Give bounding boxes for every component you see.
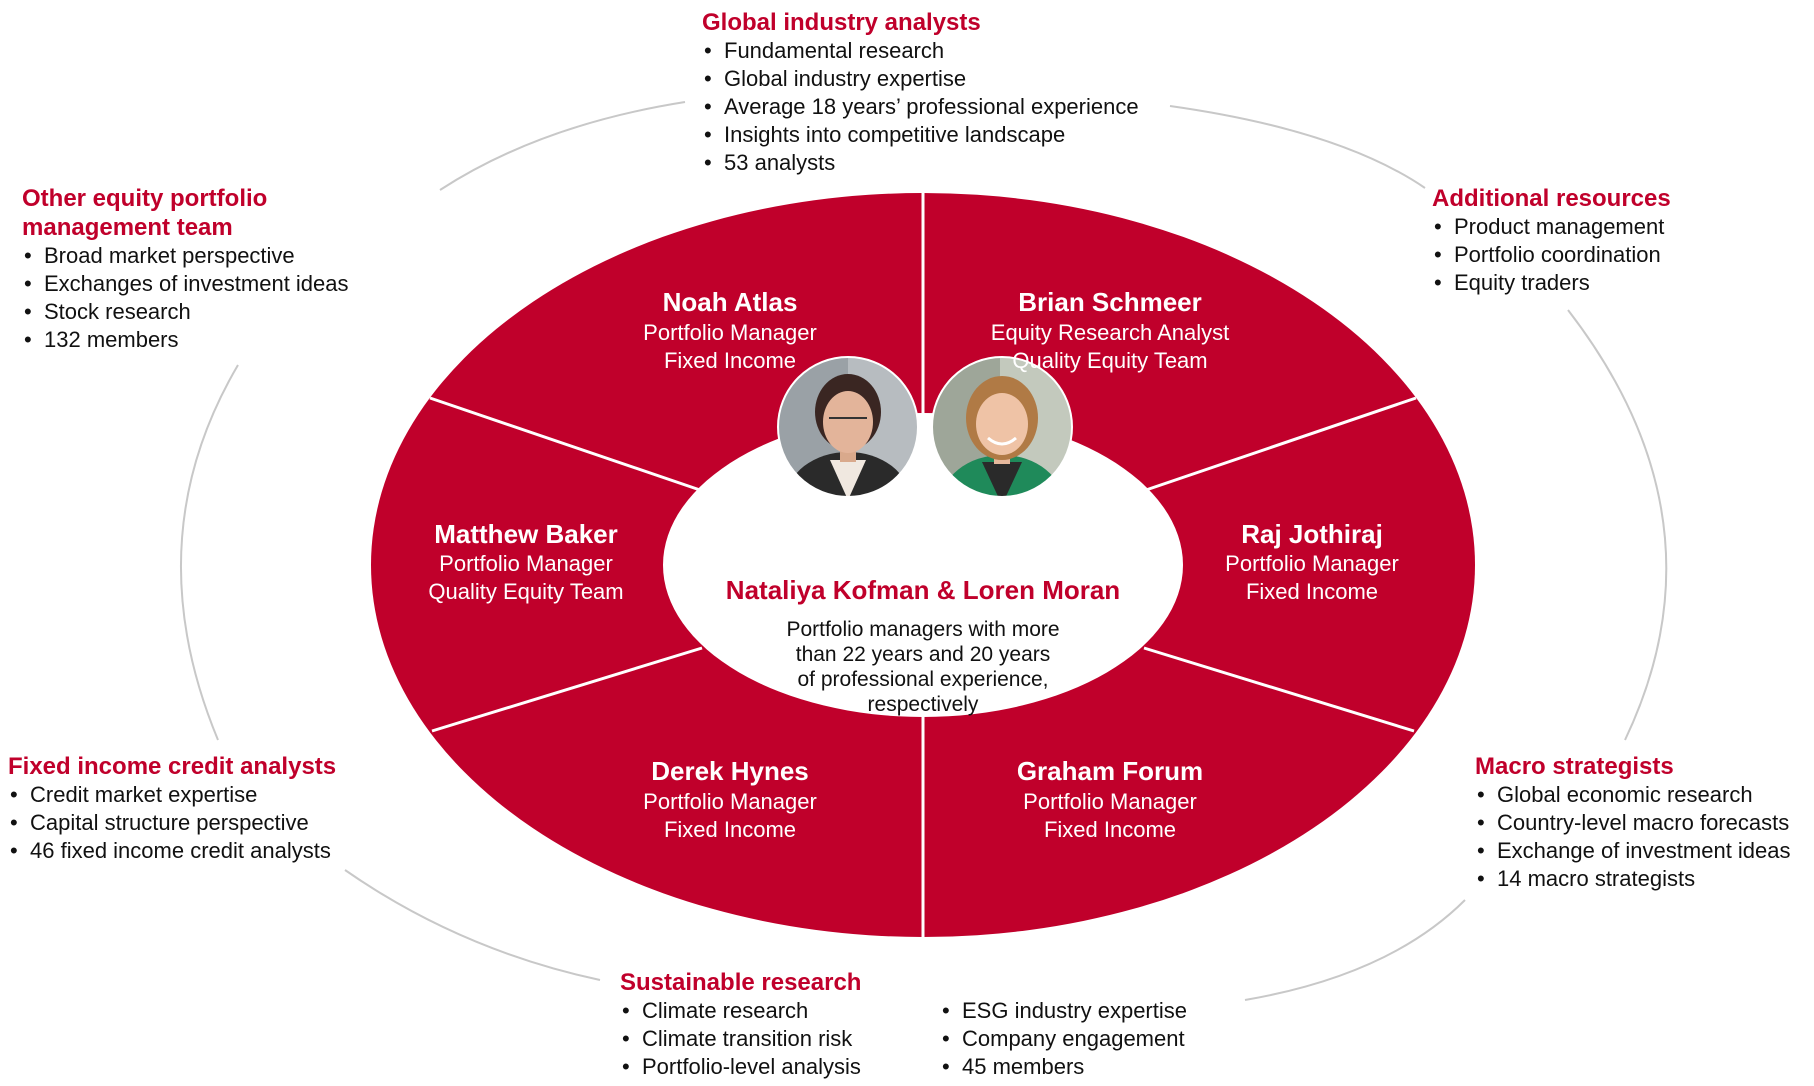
list-item: Global economic research	[1475, 781, 1791, 809]
segment-name: Matthew Baker	[434, 519, 618, 549]
outer-ring	[180, 101, 1668, 1001]
segment-name: Derek Hynes	[651, 756, 809, 786]
list-item: ESG industry expertise	[940, 997, 1187, 1025]
list-item: Broad market perspective	[22, 242, 349, 270]
segment-matthew-baker: Matthew Baker Portfolio Manager Quality …	[428, 519, 623, 604]
photo-frame	[777, 356, 919, 498]
list-item: Exchange of investment ideas	[1475, 837, 1791, 865]
list-item: Product management	[1432, 213, 1671, 241]
center-description-line: respectively	[868, 693, 979, 716]
segment-name: Noah Atlas	[663, 287, 798, 317]
resource-title: Fixed income credit analysts	[8, 753, 337, 780]
ring-arc-top-left	[439, 101, 686, 191]
segment-noah-atlas: Noah Atlas Portfolio Manager Fixed Incom…	[643, 287, 817, 373]
segment-dividers	[429, 190, 1417, 940]
list-item: Average 18 years’ professional experienc…	[702, 93, 1139, 121]
segment-name: Brian Schmeer	[1018, 287, 1202, 317]
segment-brian-schmeer: Brian Schmeer Equity Research Analyst Qu…	[991, 287, 1229, 373]
divider-lower-left	[431, 646, 703, 733]
ring-arc-bottom-right	[1244, 899, 1466, 1001]
resource-sustainable-research-continued: ESG industry expertise Company engagemen…	[940, 997, 1187, 1081]
person-photo	[778, 357, 918, 497]
segment-name: Graham Forum	[1017, 756, 1203, 786]
list-item: 53 analysts	[702, 149, 1139, 177]
list-item: Climate transition risk	[620, 1025, 861, 1053]
segment-team: Quality Equity Team	[428, 579, 623, 604]
list-item: Portfolio coordination	[1432, 241, 1671, 269]
resource-global-industry-analysts: Global industry analysts Fundamental res…	[702, 8, 1139, 177]
segment-role: Portfolio Manager	[439, 551, 613, 576]
divider-upper-left	[429, 396, 701, 492]
ring-arc-top-right	[1169, 105, 1426, 189]
list-item: Climate research	[620, 997, 861, 1025]
divider-lower-right	[1143, 646, 1415, 733]
center-description-line: Portfolio managers with more	[786, 618, 1059, 641]
ring-arc-bottom-left	[344, 869, 601, 981]
list-item: Credit market expertise	[8, 781, 336, 809]
segment-role: Equity Research Analyst	[991, 320, 1229, 345]
list-item: Equity traders	[1432, 269, 1671, 297]
segment-team: Fixed Income	[1044, 817, 1176, 842]
resource-title: Macro strategists	[1475, 753, 1674, 780]
list-item: Capital structure perspective	[8, 809, 336, 837]
segment-team: Fixed Income	[664, 817, 796, 842]
photo-frame	[931, 356, 1073, 498]
resource-title-line: management team	[22, 214, 233, 241]
list-item: 45 members	[940, 1053, 1187, 1081]
segment-team: Fixed Income	[1246, 579, 1378, 604]
resource-title-line: Other equity portfolio	[22, 185, 268, 212]
list-item: 14 macro strategists	[1475, 865, 1791, 893]
divider-upper-right	[1145, 396, 1417, 492]
person-photo	[932, 357, 1072, 497]
list-item: Fundamental research	[702, 37, 1139, 65]
resource-additional-resources: Additional resources Product management …	[1432, 184, 1671, 297]
resource-title: Global industry analysts	[702, 9, 981, 36]
resource-sustainable-research: Sustainable research Climate research Cl…	[620, 968, 861, 1081]
resource-macro-strategists: Macro strategists Global economic resear…	[1475, 752, 1791, 893]
segment-raj-jothiraj: Raj Jothiraj Portfolio Manager Fixed Inc…	[1225, 519, 1399, 604]
segment-role: Portfolio Manager	[1225, 551, 1399, 576]
segment-team: Fixed Income	[664, 348, 796, 373]
list-item: Global industry expertise	[702, 65, 1139, 93]
ring-arc-right	[1567, 309, 1668, 741]
segment-name: Raj Jothiraj	[1241, 519, 1383, 549]
center-description-line: than 22 years and 20 years	[796, 643, 1051, 666]
segment-role: Portfolio Manager	[1023, 789, 1197, 814]
center-names: Nataliya Kofman & Loren Moran	[726, 575, 1120, 605]
list-item: Stock research	[22, 298, 349, 326]
center-ellipse	[663, 413, 1183, 717]
ring-arc-left	[180, 364, 239, 741]
segment-team: Quality Equity Team	[1012, 348, 1207, 373]
list-item: Insights into competitive landscape	[702, 121, 1139, 149]
resource-fixed-income-credit-analysts: Fixed income credit analysts Credit mark…	[8, 752, 336, 865]
segment-role: Portfolio Manager	[643, 320, 817, 345]
segment-graham-forum: Graham Forum Portfolio Manager Fixed Inc…	[1017, 756, 1203, 842]
list-item: 46 fixed income credit analysts	[8, 837, 336, 865]
list-item: 132 members	[22, 326, 349, 354]
resource-title: Additional resources	[1432, 185, 1671, 212]
resource-title: Sustainable research	[620, 969, 862, 996]
list-item: Exchanges of investment ideas	[22, 270, 349, 298]
list-item: Company engagement	[940, 1025, 1187, 1053]
segment-role: Portfolio Manager	[643, 789, 817, 814]
center-description-line: of professional experience,	[798, 668, 1049, 691]
segment-derek-hynes: Derek Hynes Portfolio Manager Fixed Inco…	[643, 756, 817, 842]
list-item: Country-level macro forecasts	[1475, 809, 1791, 837]
list-item: Portfolio-level analysis	[620, 1053, 861, 1081]
